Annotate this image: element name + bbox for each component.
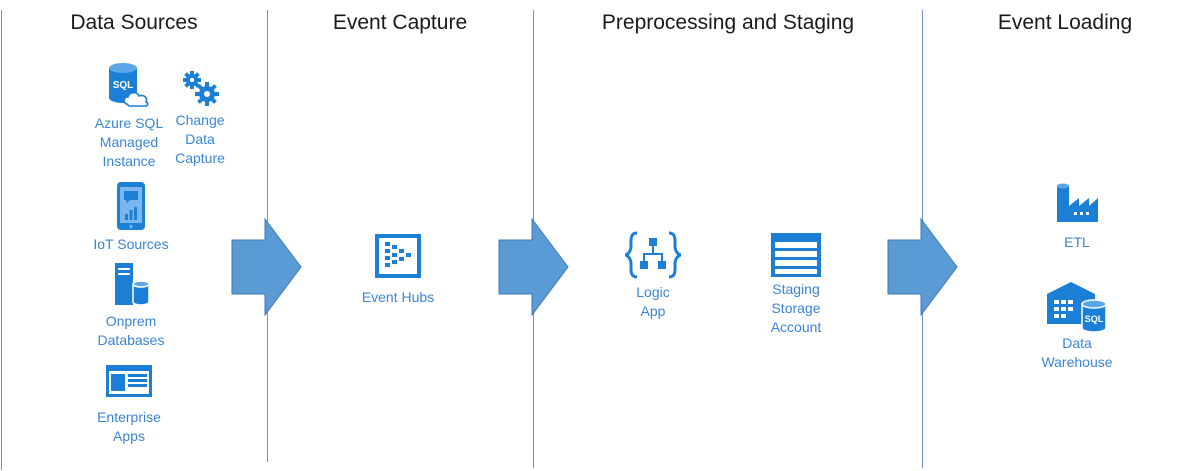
logic-app-icon — [624, 231, 682, 279]
server-database-icon — [115, 263, 150, 306]
svg-text:SQL: SQL — [113, 80, 134, 91]
stage-title-event-capture: Event Capture — [332, 11, 468, 34]
flow-arrow-icon — [887, 218, 958, 316]
node-event-hubs: Event Hubs — [348, 233, 448, 307]
node-label: Change Data Capture — [175, 112, 225, 166]
node-label: Onprem Databases — [97, 313, 165, 348]
node-etl: ETL — [1037, 182, 1117, 252]
stage-title-preprocessing: Preprocessing and Staging — [601, 11, 855, 34]
node-label: Enterprise Apps — [97, 409, 161, 444]
stage-title-data-sources: Data Sources — [70, 11, 198, 34]
flow-arrow-icon — [498, 218, 569, 316]
node-enterprise-apps: Enterprise Apps — [84, 364, 174, 446]
node-label: Event Hubs — [361, 289, 435, 305]
event-hubs-icon — [375, 234, 421, 278]
stage-title-event-loading: Event Loading — [997, 11, 1133, 34]
flow-arrow-icon — [231, 218, 302, 316]
mobile-device-icon — [117, 182, 145, 230]
gears-icon — [183, 71, 219, 106]
node-azure-sql: SQL Azure SQL Managed Instance — [84, 62, 174, 171]
node-label: Logic App — [636, 284, 670, 319]
node-label: Data Warehouse — [1041, 335, 1113, 370]
node-label: Azure SQL Managed Instance — [94, 115, 164, 169]
node-label: IoT Sources — [93, 236, 169, 252]
storage-table-icon — [771, 233, 821, 277]
node-iot-sources: IoT Sources — [86, 181, 176, 254]
svg-text:SQL: SQL — [1085, 314, 1104, 324]
node-data-warehouse: SQL Data Warehouse — [1032, 280, 1122, 372]
node-label: ETL — [1064, 234, 1090, 250]
node-change-data-capture: Change Data Capture — [162, 68, 238, 168]
node-onprem-databases: Onprem Databases — [86, 262, 176, 350]
node-label: Staging Storage Account — [770, 281, 822, 335]
data-warehouse-icon: SQL — [1047, 282, 1107, 332]
sql-database-cloud-icon: SQL — [109, 63, 149, 107]
stage-divider — [1, 10, 2, 470]
factory-icon — [1057, 183, 1098, 222]
node-staging-storage: Staging Storage Account — [746, 232, 846, 337]
node-logic-app: Logic App — [613, 230, 693, 321]
app-window-icon — [106, 365, 152, 397]
